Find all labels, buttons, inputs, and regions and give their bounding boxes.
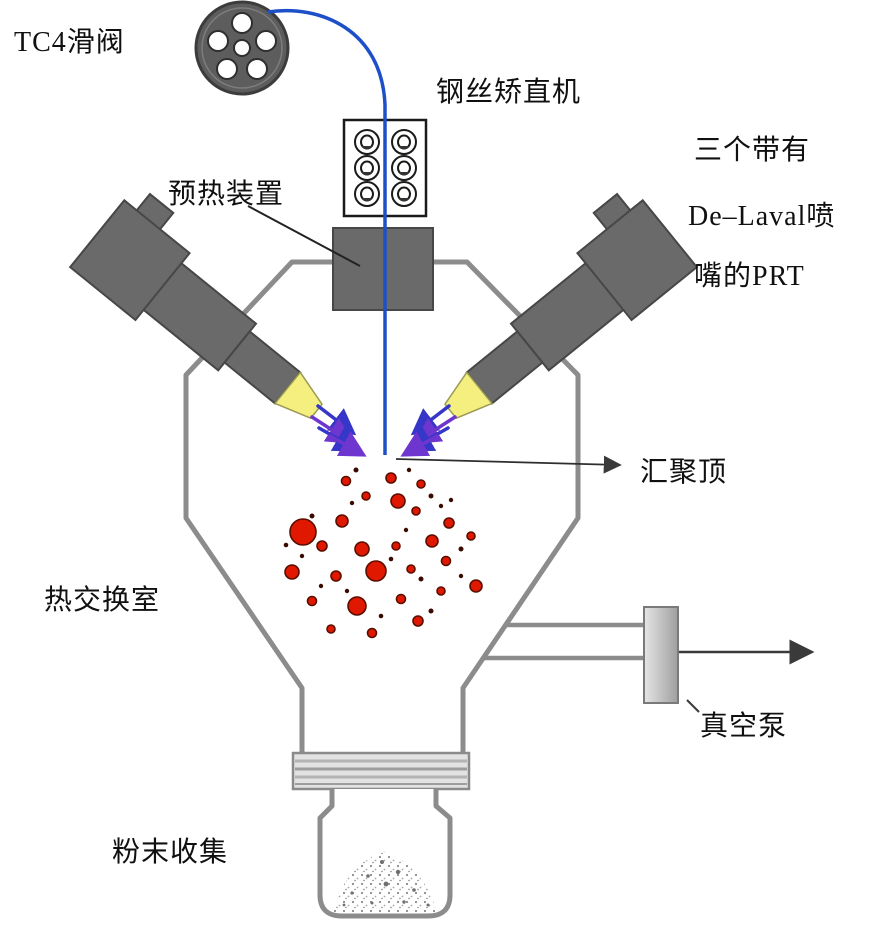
bottom-flange <box>291 751 471 791</box>
convergence-pointer-arrow <box>395 455 622 474</box>
vacuum-port-block <box>643 606 679 704</box>
preheater-pointer-line <box>247 205 361 267</box>
label-heat-exchange-chamber: 热交换室 <box>44 585 161 616</box>
label-convergence-point: 汇聚顶 <box>640 457 728 488</box>
collected-powder-pile <box>333 850 437 912</box>
vacuum-duct <box>483 606 815 713</box>
label-prt-line3: 嘴的PRT <box>694 261 805 292</box>
label-tc4-valve: TC4滑阀 <box>14 27 125 58</box>
wire-spool <box>194 0 290 96</box>
label-powder-collection: 粉末收集 <box>112 837 229 868</box>
plasma-torch-right <box>444 192 699 420</box>
label-preheater: 预热装置 <box>168 179 285 210</box>
heat-exchange-chamber-outline <box>183 259 581 755</box>
powder-collection-bottle <box>317 789 453 919</box>
label-prt-line2: De–Laval喷 <box>688 201 836 232</box>
label-vacuum-pump: 真空泵 <box>700 711 788 742</box>
plasma-torch-left <box>68 192 323 420</box>
molten-droplets <box>284 472 483 639</box>
label-wire-straightener: 钢丝矫直机 <box>436 77 582 108</box>
powder-specks <box>342 860 430 907</box>
preheater-box <box>332 227 434 311</box>
solidified-particles <box>283 467 464 619</box>
label-prt-line1: 三个带有 <box>694 135 811 166</box>
roller-shadows <box>361 146 410 202</box>
plasma-jets <box>310 404 457 457</box>
titanium-feed-wire <box>267 8 387 455</box>
vacuum-pump-pointer <box>686 699 700 713</box>
